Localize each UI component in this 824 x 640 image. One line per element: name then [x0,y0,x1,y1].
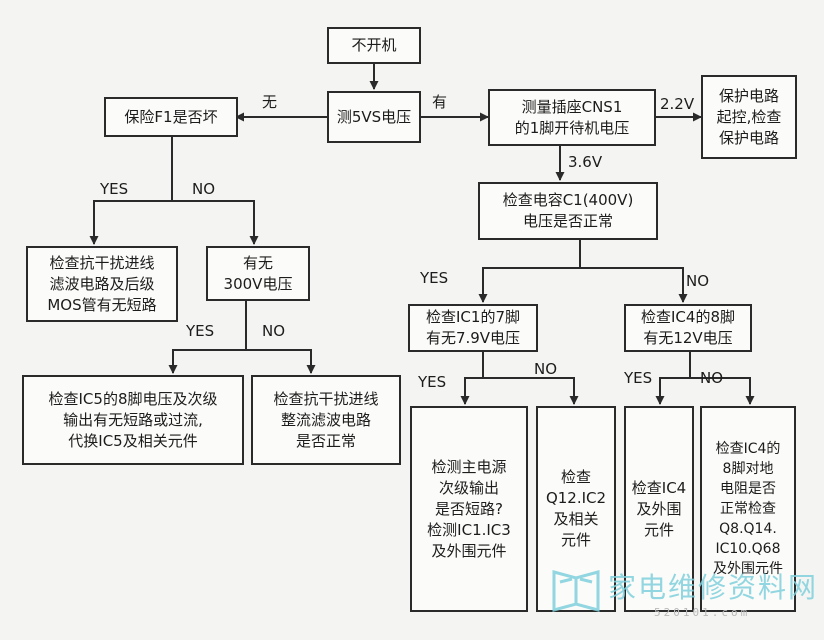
node-main-psu-check: 检测主电源 次级输出 是否短路? 检测IC1.IC3 及外围元件 [410,406,528,612]
edge-c1-no [580,267,688,303]
node-emi-rectifier: 检查抗干扰进线 整流滤波电路 是否正常 [251,375,401,465]
book-logo-icon [552,570,600,612]
edge-ic1-yes [460,377,483,405]
node-ic5-check: 检查IC5的8脚电压及次级 输出有无短路或过流, 代换IC5及相关元件 [22,375,244,465]
label-c1-no: NO [686,272,710,290]
label-ic1-yes: YES [418,373,447,391]
node-test-5vs: 测5VS电压 [327,91,421,143]
label-has: 有 [432,93,448,111]
label-fuse-yes: YES [100,180,129,198]
label-c1-yes: YES [420,269,449,287]
node-c1-voltage: 检查电容C1(400V) 电压是否正常 [478,182,658,240]
edge-c1-yes [478,267,580,303]
label-none: 无 [262,93,278,111]
edge-ic4-yes [655,377,690,405]
label-300v-no: NO [262,322,286,340]
label-ic4-yes: YES [624,369,653,387]
watermark: 家电维修资料网 520101.com [548,560,818,630]
label-ic1-no: NO [534,360,558,378]
edge-ic1-no [483,377,579,405]
node-ic4-ground-resistance: 检查IC4的 8脚对地 电阻是否 正常检查 Q8.Q14. IC10.Q68 及… [700,406,796,612]
watermark-url: 520101.com [654,606,751,619]
edge-ic4-no [690,377,755,405]
label-2-2v: 2.2V [660,95,695,113]
node-no-power: 不开机 [327,27,421,64]
label-3-6v: 3.6V [568,153,603,171]
edge-300v-no [246,349,316,374]
label-ic4-no: NO [700,369,724,387]
node-fuse-check: 保险F1是否坏 [104,97,238,137]
node-emi-filter-mos: 检查抗干扰进线 滤波电路及后级 MOS管有无短路 [26,246,178,322]
node-ic4-pin8: 检查IC4的8脚 有无12V电压 [624,304,752,352]
node-ic1-pin7: 检查IC1的7脚 有无7.9V电压 [408,304,538,352]
edge-fuse-yes [89,200,172,245]
edge-fuse-no [172,200,259,245]
label-fuse-no: NO [192,180,216,198]
node-protect-circuit: 保护电路 起控,检查 保护电路 [701,75,797,159]
node-cns1-voltage: 测量插座CNS1 的1脚开待机电压 [488,89,656,146]
watermark-text: 家电维修资料网 [608,571,819,604]
edge-300v-yes [168,349,246,374]
node-ic4-components: 检查IC4 及外围 元件 [624,406,694,612]
node-300v-check: 有无 300V电压 [206,246,310,301]
label-300v-yes: YES [186,322,215,340]
